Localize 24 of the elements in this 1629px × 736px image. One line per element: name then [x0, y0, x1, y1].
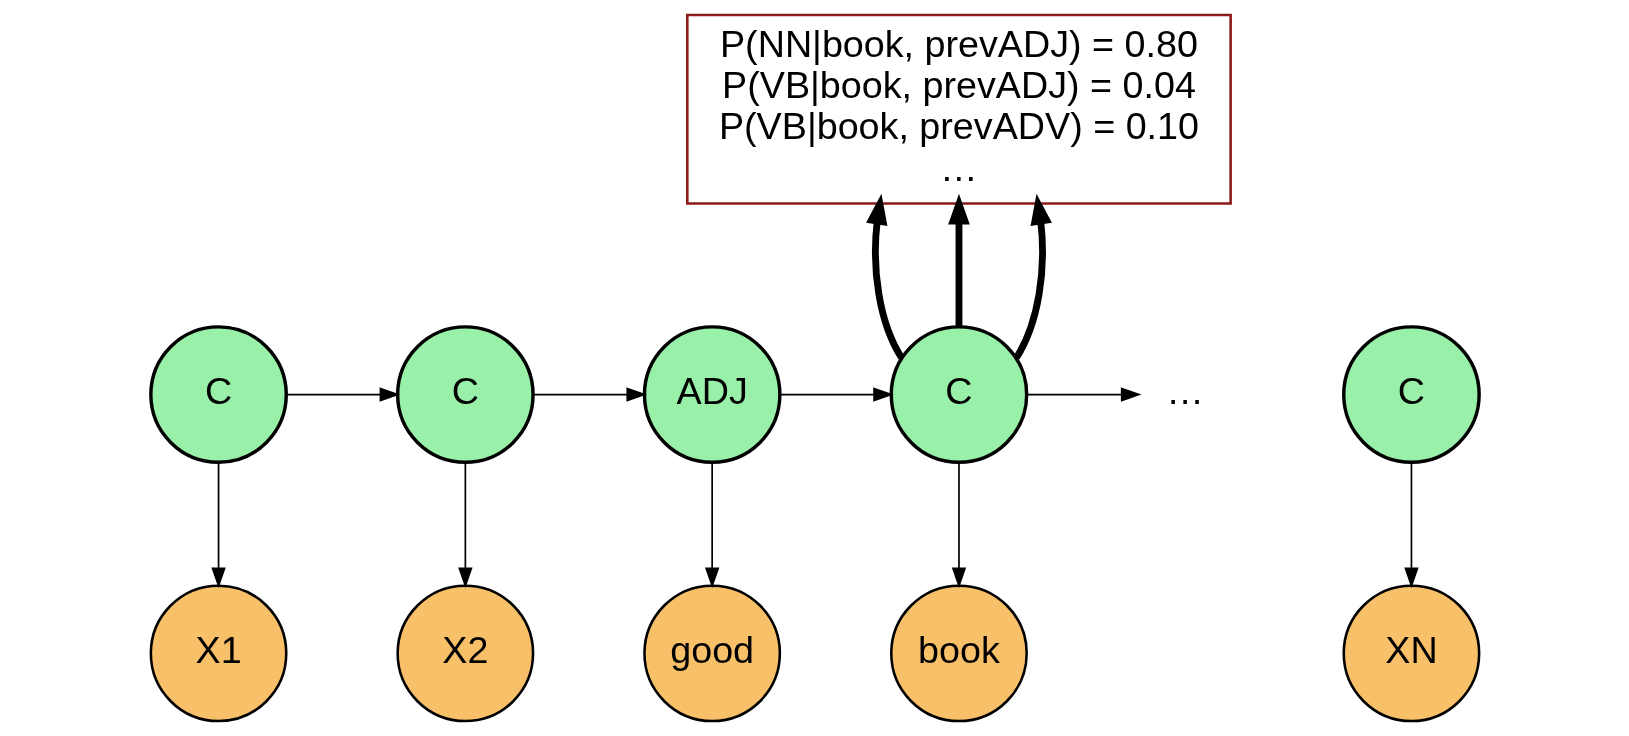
node-circle: C [1341, 325, 1481, 464]
node-circle: XN [1341, 584, 1480, 723]
arrow [1025, 387, 1141, 402]
node-circle: X2 [395, 584, 534, 723]
arrow [457, 461, 473, 589]
node-circle: C [148, 325, 288, 464]
arrow [531, 387, 647, 402]
arrow [1013, 193, 1052, 360]
node-circle: good [642, 584, 781, 723]
arrow [210, 461, 226, 589]
arrow [947, 193, 970, 327]
arrow [285, 387, 400, 402]
node-box: P(NN|book, prevADJ) = 0.80 P(VB|book, prevADJ) = 0.04 P(VB|book, prevADV) = 0.10 … [685, 13, 1232, 205]
arrow [704, 461, 719, 589]
arrow [1403, 461, 1419, 589]
node-text: … [1165, 370, 1204, 413]
arrow [951, 461, 966, 589]
arrow [778, 387, 894, 402]
node-circle: X1 [149, 584, 288, 723]
node-circle: ADJ [642, 325, 782, 464]
node-circle: C [395, 325, 535, 464]
node-circle: book [889, 584, 1028, 723]
arrow [865, 193, 904, 360]
node-circle: C [889, 325, 1028, 464]
